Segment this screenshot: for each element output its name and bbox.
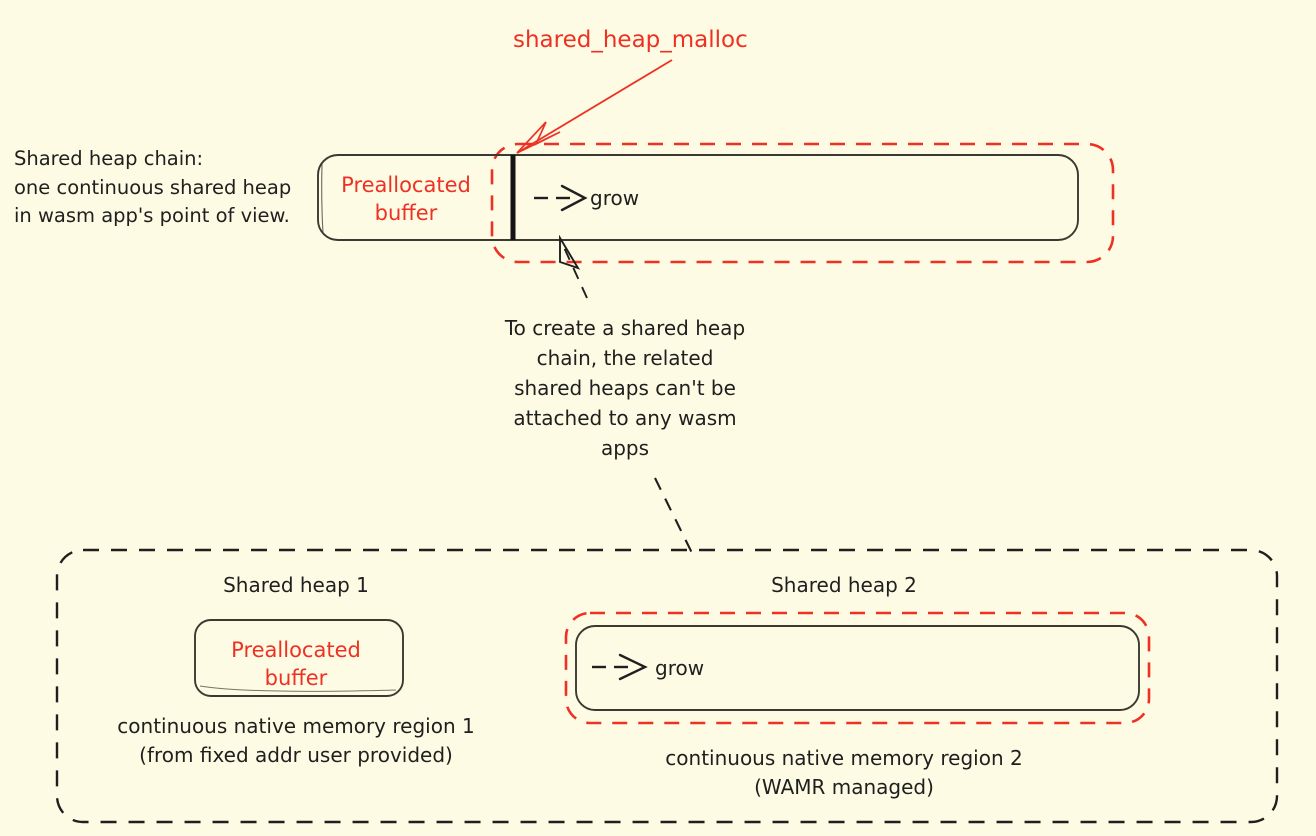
grow-label-heap2: grow	[655, 656, 705, 680]
preallocated-buffer-label-top: Preallocated buffer	[341, 173, 471, 225]
top-memory-bar-inner-edge	[321, 163, 324, 235]
callout-arrow-head	[516, 121, 561, 154]
callout-arrow-line	[516, 59, 673, 154]
grow-arrow-icon-top	[534, 184, 588, 212]
note-arrow-head	[559, 234, 581, 270]
native-memory-region-2-caption: continuous native memory region 2 (WAMR …	[665, 746, 1023, 799]
grow-label-top: grow	[590, 186, 640, 210]
shared-heap-2-title: Shared heap 2	[771, 573, 917, 597]
native-memory-region-1-caption: continuous native memory region 1 (from …	[117, 714, 475, 767]
note-arrow-line	[561, 242, 588, 299]
shared-heap-malloc-label: shared_heap_malloc	[513, 27, 748, 53]
shared-heap-chain-description: Shared heap chain: one continuous shared…	[14, 147, 292, 228]
shared-heap-chain-note: To create a shared heap chain, the relat…	[504, 316, 746, 460]
heap2-red-dashed-region	[564, 611, 1151, 725]
shared-heap-1-title: Shared heap 1	[223, 573, 369, 597]
note-to-container-connector	[654, 477, 693, 554]
grow-arrow-icon-bottom	[592, 653, 648, 681]
top-red-dashed-region	[490, 142, 1115, 264]
preallocated-buffer-label-heap1: Preallocated buffer	[231, 638, 361, 690]
